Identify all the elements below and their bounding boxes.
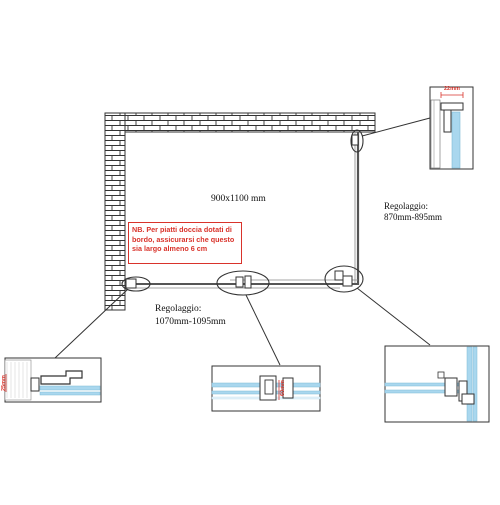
right-adjustment-title: Regolaggio: xyxy=(384,201,428,211)
callout-ellipse-top-right xyxy=(350,129,364,153)
detail-bottom-left xyxy=(4,357,102,403)
detail-top-right-measure: 22mm xyxy=(444,86,460,92)
left-brick-wall xyxy=(104,112,126,311)
callout-ellipse-bottom-right xyxy=(324,265,364,293)
detail-top-right xyxy=(429,86,474,170)
detail-bottom-middle-measure: 60mm xyxy=(279,380,286,396)
right-adjustment-range: 870mm-895mm xyxy=(384,212,442,222)
top-brick-wall xyxy=(104,112,376,133)
detail-bottom-middle xyxy=(211,365,321,412)
callout-ellipse-bottom-left xyxy=(121,276,151,292)
note-box: NB. Per piatti doccia dotati di bordo, a… xyxy=(128,222,242,264)
callout-ellipse-bottom-middle xyxy=(216,270,270,296)
bottom-adjustment-title: Regolaggio: xyxy=(155,304,202,314)
note-text: NB. Per piatti doccia dotati di bordo, a… xyxy=(132,225,235,254)
detail-bottom-left-measure: 25mm xyxy=(0,375,7,391)
bottom-adjustment-range: 1070mm-1095mm xyxy=(155,317,226,327)
dimensions-label: 900x1100 mm xyxy=(211,194,266,204)
detail-bottom-right xyxy=(384,345,490,423)
